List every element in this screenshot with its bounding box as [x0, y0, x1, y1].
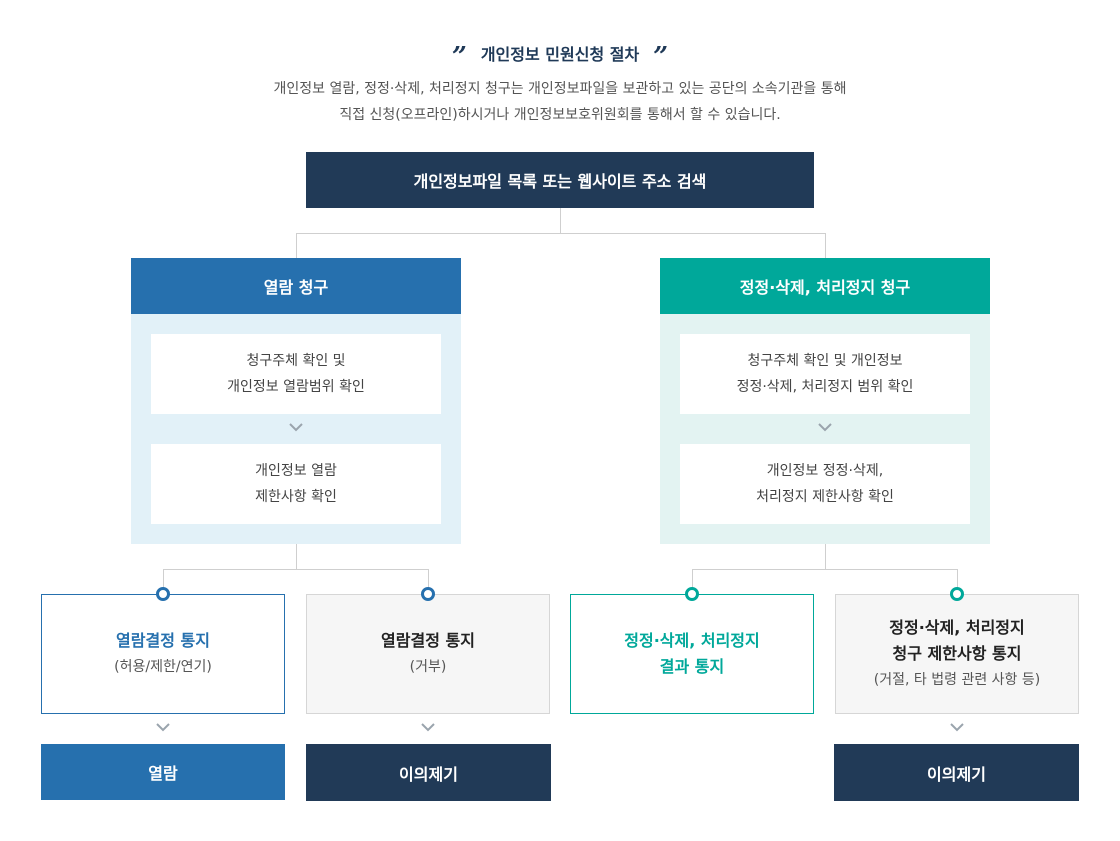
view-objection-label: 이의제기 — [399, 764, 458, 784]
correction-restriction-notice-box: 정정·삭제, 처리정지 청구 제한사항 통지 (거절, 타 법령 관련 사항 등… — [835, 594, 1079, 714]
correction-objection-label: 이의제기 — [927, 764, 986, 784]
view-objection-box: 이의제기 — [306, 744, 551, 801]
connector-line — [957, 569, 958, 589]
view-step1-line2: 개인정보 열람범위 확인 — [227, 379, 365, 395]
circle-node-icon — [421, 587, 435, 601]
open-quote-icon: ” — [451, 42, 467, 72]
correction-request-label: 정정·삭제, 처리정지 청구 — [739, 278, 911, 297]
chevron-down-icon — [421, 722, 435, 736]
view-step1-line1: 청구주체 확인 및 — [246, 353, 346, 369]
search-step-label: 개인정보파일 목록 또는 웹사이트 주소 검색 — [413, 172, 707, 191]
correction-restriction-notice-title-2: 청구 제한사항 통지 — [892, 644, 1022, 663]
correction-restriction-notice-sub: (거절, 타 법령 관련 사항 등) — [873, 672, 1041, 688]
correction-step2-line1: 개인정보 정정·삭제, — [766, 463, 884, 479]
connector-line — [692, 569, 693, 589]
view-final-label: 열람 — [148, 764, 178, 783]
view-step2-line2: 제한사항 확인 — [255, 489, 337, 505]
correction-step2-card: 개인정보 정정·삭제, 처리정지 제한사항 확인 — [680, 444, 970, 524]
correction-request-header: 정정·삭제, 처리정지 청구 — [660, 258, 990, 314]
connector-line — [296, 233, 826, 234]
correction-restriction-notice-title-1: 정정·삭제, 처리정지 — [889, 618, 1025, 637]
correction-step1-line1: 청구주체 확인 및 개인정보 — [747, 353, 903, 369]
view-approval-notice-title: 열람결정 통지 — [116, 631, 210, 650]
correction-objection-box: 이의제기 — [834, 744, 1079, 801]
view-approval-notice-sub: (허용/제한/연기) — [114, 659, 212, 675]
view-approval-notice-box: 열람결정 통지 (허용/제한/연기) — [41, 594, 285, 714]
connector-line — [296, 544, 297, 569]
connector-line — [296, 233, 297, 258]
correction-result-notice-box: 정정·삭제, 처리정지 결과 통지 — [570, 594, 814, 714]
connector-line — [560, 208, 561, 233]
correction-step2-line2: 처리정지 제한사항 확인 — [756, 489, 894, 505]
close-quote-icon: ” — [653, 42, 669, 72]
view-denial-notice-title: 열람결정 통지 — [381, 631, 475, 650]
connector-line — [428, 569, 429, 589]
correction-result-notice-title-1: 정정·삭제, 처리정지 — [624, 631, 760, 650]
description-line-1: 개인정보 열람, 정정·삭제, 처리정지 청구는 개인정보파일을 보관하고 있는… — [273, 81, 847, 97]
view-request-header: 열람 청구 — [131, 258, 461, 314]
search-step-box: 개인정보파일 목록 또는 웹사이트 주소 검색 — [306, 152, 814, 208]
view-final-box: 열람 — [41, 744, 285, 800]
circle-node-icon — [156, 587, 170, 601]
correction-step1-card: 청구주체 확인 및 개인정보 정정·삭제, 처리정지 범위 확인 — [680, 334, 970, 414]
connector-line — [163, 569, 429, 570]
circle-node-icon — [685, 587, 699, 601]
view-step2-line1: 개인정보 열람 — [255, 463, 337, 479]
description-line-2: 직접 신청(오프라인)하시거나 개인정보보호위원회를 통해서 할 수 있습니다. — [339, 107, 781, 123]
view-denial-notice-sub: (거부) — [409, 659, 447, 675]
circle-node-icon — [950, 587, 964, 601]
page-title-row: ” 개인정보 민원신청 절차 ” — [0, 38, 1120, 72]
connector-line — [825, 233, 826, 258]
chevron-down-icon — [950, 722, 964, 736]
view-step1-card: 청구주체 확인 및 개인정보 열람범위 확인 — [151, 334, 441, 414]
connector-line — [825, 544, 826, 569]
view-request-label: 열람 청구 — [263, 278, 329, 297]
view-denial-notice-box: 열람결정 통지 (거부) — [306, 594, 550, 714]
correction-result-notice-title-2: 결과 통지 — [659, 657, 725, 676]
page-title: 개인정보 민원신청 절차 — [480, 45, 640, 64]
connector-line — [692, 569, 958, 570]
view-step2-card: 개인정보 열람 제한사항 확인 — [151, 444, 441, 524]
chevron-down-icon — [818, 422, 832, 436]
chevron-down-icon — [156, 722, 170, 736]
connector-line — [163, 569, 164, 589]
chevron-down-icon — [289, 422, 303, 436]
correction-step1-line2: 정정·삭제, 처리정지 범위 확인 — [736, 379, 914, 395]
